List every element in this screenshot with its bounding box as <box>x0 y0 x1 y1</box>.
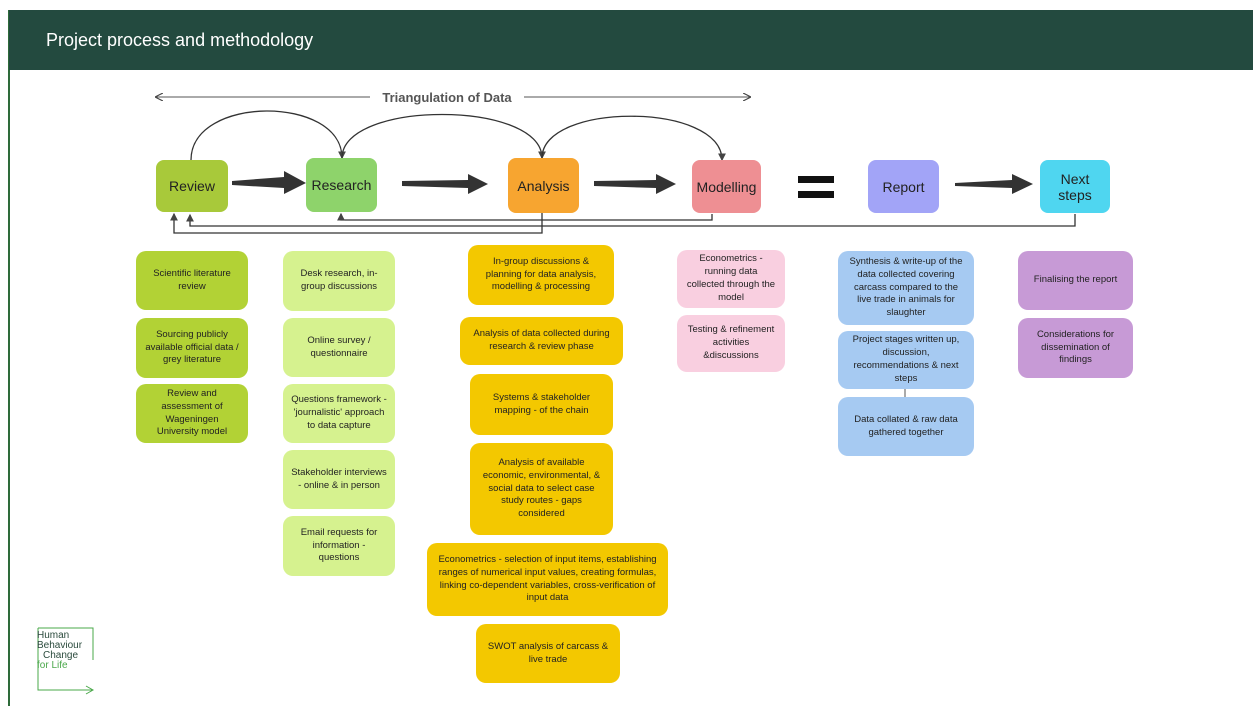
research-card: Email requests for information - questio… <box>283 516 395 576</box>
stage-report: Report <box>868 160 939 213</box>
modelling-card: Testing & refinement activities &discuss… <box>677 315 785 372</box>
stage-next-steps-label: Next steps <box>1058 170 1092 203</box>
stage-review-label: Review <box>169 178 215 194</box>
header-bar: Project process and methodology <box>9 10 1253 70</box>
report-card: Synthesis & write-up of the data collect… <box>838 251 974 325</box>
research-card-text: Stakeholder interviews - online & in per… <box>291 466 387 491</box>
stage-analysis: Analysis <box>508 158 579 213</box>
analysis-card: Econometrics - selection of input items,… <box>427 543 668 616</box>
slide-frame <box>8 10 1253 706</box>
stage-modelling-label: Modelling <box>696 178 757 195</box>
analysis-card-text: Econometrics - selection of input items,… <box>438 553 657 604</box>
modelling-card-text: Econometrics - running data collected th… <box>686 253 776 303</box>
equals-sign <box>798 176 834 200</box>
analysis-card: In-group discussions & planning for data… <box>468 245 614 305</box>
review-card-text: Scientific literature review <box>153 267 231 292</box>
analysis-card-text: In-group discussions & planning for data… <box>485 255 597 293</box>
review-card: Scientific literature review <box>136 251 248 310</box>
thick-arrows <box>232 171 1033 194</box>
report-card-text: Project stages written up, discussion, r… <box>852 334 960 384</box>
review-card-text: Review and assessment of Wageningen Univ… <box>156 387 228 438</box>
human-behaviour-change-logo: Human Behaviour Change for Life <box>33 628 95 694</box>
research-card-text: Desk research, in-group discussions <box>300 268 378 292</box>
analysis-card: Analysis of data collected during resear… <box>460 317 623 365</box>
next-steps-card-text: Considerations for dissemination of find… <box>1036 328 1115 366</box>
next-steps-card-text: Finalising the report <box>1033 274 1118 286</box>
feedback-line-outer <box>170 212 543 234</box>
stage-analysis-label: Analysis <box>517 177 570 194</box>
logo-text: Human Behaviour Change for Life <box>33 631 82 671</box>
report-card-text: Synthesis & write-up of the data collect… <box>849 255 963 319</box>
research-card: Desk research, in-group discussions <box>283 251 395 311</box>
logo-line: for Life <box>37 660 68 671</box>
stage-research-label: Research <box>311 177 372 193</box>
logo-outline <box>37 627 94 691</box>
analysis-card: SWOT analysis of carcass & live trade <box>476 624 620 683</box>
page-title: Project process and methodology <box>46 30 314 50</box>
research-card: Stakeholder interviews - online & in per… <box>283 450 395 509</box>
loop-research-analysis <box>341 113 546 160</box>
research-card-text: Online survey / questionnaire <box>307 334 371 359</box>
review-card: Sourcing publicly available official dat… <box>136 318 248 378</box>
feedback-line-inner <box>337 212 713 221</box>
loop-analysis-modelling <box>541 115 726 162</box>
triangulation-label: Triangulation of Data <box>372 90 522 105</box>
analysis-card-text: Analysis of available economic, environm… <box>482 456 601 520</box>
stage-modelling: Modelling <box>692 160 761 213</box>
report-card-text: Data collated & raw data gathered togeth… <box>854 413 958 438</box>
report-card: Project stages written up, discussion, r… <box>838 331 974 389</box>
review-card: Review and assessment of Wageningen Univ… <box>136 384 248 443</box>
next-steps-card: Finalising the report <box>1018 251 1133 310</box>
research-card: Questions framework - 'journalistic' app… <box>283 384 395 443</box>
logo-line: Behaviour <box>37 640 83 651</box>
stage-next-steps: Next steps <box>1040 160 1110 213</box>
analysis-card: Analysis of available economic, environm… <box>470 443 613 535</box>
logo-line: Human <box>37 630 70 641</box>
report-card: Data collated & raw data gathered togeth… <box>838 397 974 456</box>
logo-line: Change <box>43 650 79 661</box>
logo-arrow <box>85 685 95 695</box>
research-card: Online survey / questionnaire <box>283 318 395 377</box>
research-card-text: Email requests for information - questio… <box>300 526 378 564</box>
stage-report-label: Report <box>882 178 925 195</box>
next-steps-card: Considerations for dissemination of find… <box>1018 318 1133 378</box>
analysis-card: Systems & stakeholder mapping - of the c… <box>470 374 613 435</box>
feedback-line-middle <box>186 213 1076 227</box>
analysis-card-text: Analysis of data collected during resear… <box>473 328 610 352</box>
loop-review-research <box>190 110 346 161</box>
research-card-text: Questions framework - 'journalistic' app… <box>291 394 387 431</box>
review-card-text: Sourcing publicly available official dat… <box>145 328 239 366</box>
modelling-card: Econometrics - running data collected th… <box>677 250 785 308</box>
analysis-card-text: SWOT analysis of carcass & live trade <box>487 640 609 665</box>
analysis-card-text: Systems & stakeholder mapping - of the c… <box>492 391 591 416</box>
stage-review: Review <box>156 160 228 212</box>
stage-research: Research <box>306 158 377 212</box>
modelling-card-text: Testing & refinement activities &discuss… <box>687 324 775 361</box>
